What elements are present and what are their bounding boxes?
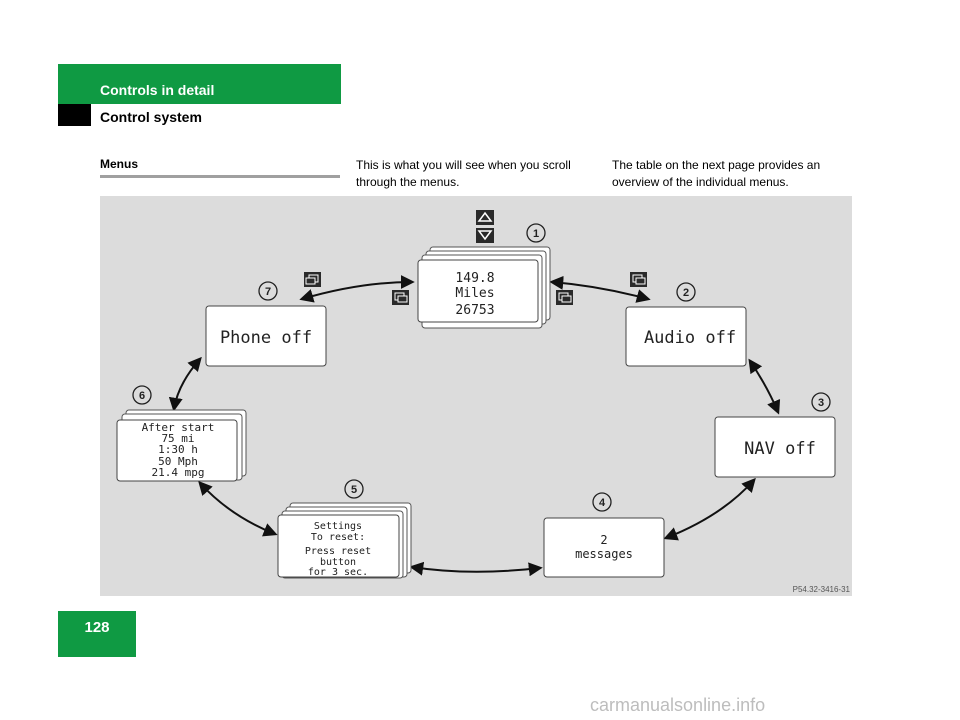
subsection-title: Control system <box>100 109 202 125</box>
callout-1: 1 <box>533 228 539 240</box>
trip-line-3: 26753 <box>455 303 494 318</box>
settings-line-2: To reset: <box>311 532 365 543</box>
after-start-display: After start 75 mi 1:30 h 50 Mph 21.4 mpg <box>116 409 247 482</box>
page-number: 128 <box>84 619 110 636</box>
callout-6: 6 <box>139 390 145 402</box>
callout-4: 4 <box>599 497 606 509</box>
phone-line-1: Phone off <box>220 328 312 348</box>
arrow-phone-trip <box>299 275 415 303</box>
settings-line-4: button <box>320 557 356 568</box>
menu-diagram-svg: 149.8 Miles 26753 Audio off NAV off 2 me… <box>116 210 851 594</box>
section-header-bar: Controls in detail <box>58 64 341 104</box>
arrow-settings-afterstart <box>198 480 278 537</box>
menu-diagram: 149.8 Miles 26753 Audio off NAV off 2 me… <box>100 196 852 596</box>
settings-line-1: Settings <box>314 521 362 532</box>
intro-text-1: This is what you will see when you scrol… <box>356 158 571 189</box>
next-page-button-icon <box>556 290 573 305</box>
callout-7: 7 <box>265 286 271 298</box>
heading-rule <box>100 175 340 178</box>
trip-line-1: 149.8 <box>455 271 494 286</box>
messages-display: 2 messages <box>543 517 665 578</box>
settings-line-3: Press reset <box>305 546 371 557</box>
callout-3: 3 <box>818 397 824 409</box>
trip-display: 149.8 Miles 26753 <box>417 246 551 329</box>
watermark: carmanualsonline.info <box>590 695 766 715</box>
after-start-line-4: 50 Mph <box>158 455 198 468</box>
phone-display: Phone off <box>205 305 327 367</box>
arrow-audio-nav <box>748 358 781 415</box>
arrow-messages-settings <box>409 561 543 577</box>
nav-line-1: NAV off <box>744 439 816 459</box>
up-button-icon <box>476 210 494 225</box>
messages-line-2: messages <box>575 547 633 561</box>
settings-display: Settings To reset: Press reset button fo… <box>277 502 412 579</box>
section-title: Controls in detail <box>100 82 215 98</box>
figure-code: P54.32-3416-31 <box>793 585 851 594</box>
intro-text-2: The table on the next page provides an o… <box>612 158 821 189</box>
after-start-line-5: 21.4 mpg <box>152 466 205 479</box>
after-start-line-1: After start <box>142 421 215 434</box>
down-button-icon <box>476 228 494 243</box>
arrow-afterstart-phone <box>168 356 202 412</box>
prev-page-button-icon <box>304 272 321 287</box>
arrow-nav-messages <box>663 477 756 541</box>
prev-page-button-icon-2 <box>392 290 409 305</box>
menus-heading: Menus <box>100 157 139 171</box>
after-start-line-2: 75 mi <box>161 432 194 445</box>
next-page-button-icon-2 <box>630 272 647 287</box>
audio-line-1: Audio off <box>644 328 736 348</box>
callout-2: 2 <box>683 287 689 299</box>
arrow-trip-audio <box>549 275 651 303</box>
messages-line-1: 2 <box>600 533 607 547</box>
page-number-tab: 128 <box>58 611 136 657</box>
trip-line-2: Miles <box>455 286 494 301</box>
audio-display: Audio off <box>625 306 747 367</box>
nav-display: NAV off <box>714 416 836 478</box>
callout-5: 5 <box>351 484 357 496</box>
after-start-line-3: 1:30 h <box>158 443 198 456</box>
subsection-marker <box>58 104 91 126</box>
settings-line-5: for 3 sec. <box>308 567 368 578</box>
